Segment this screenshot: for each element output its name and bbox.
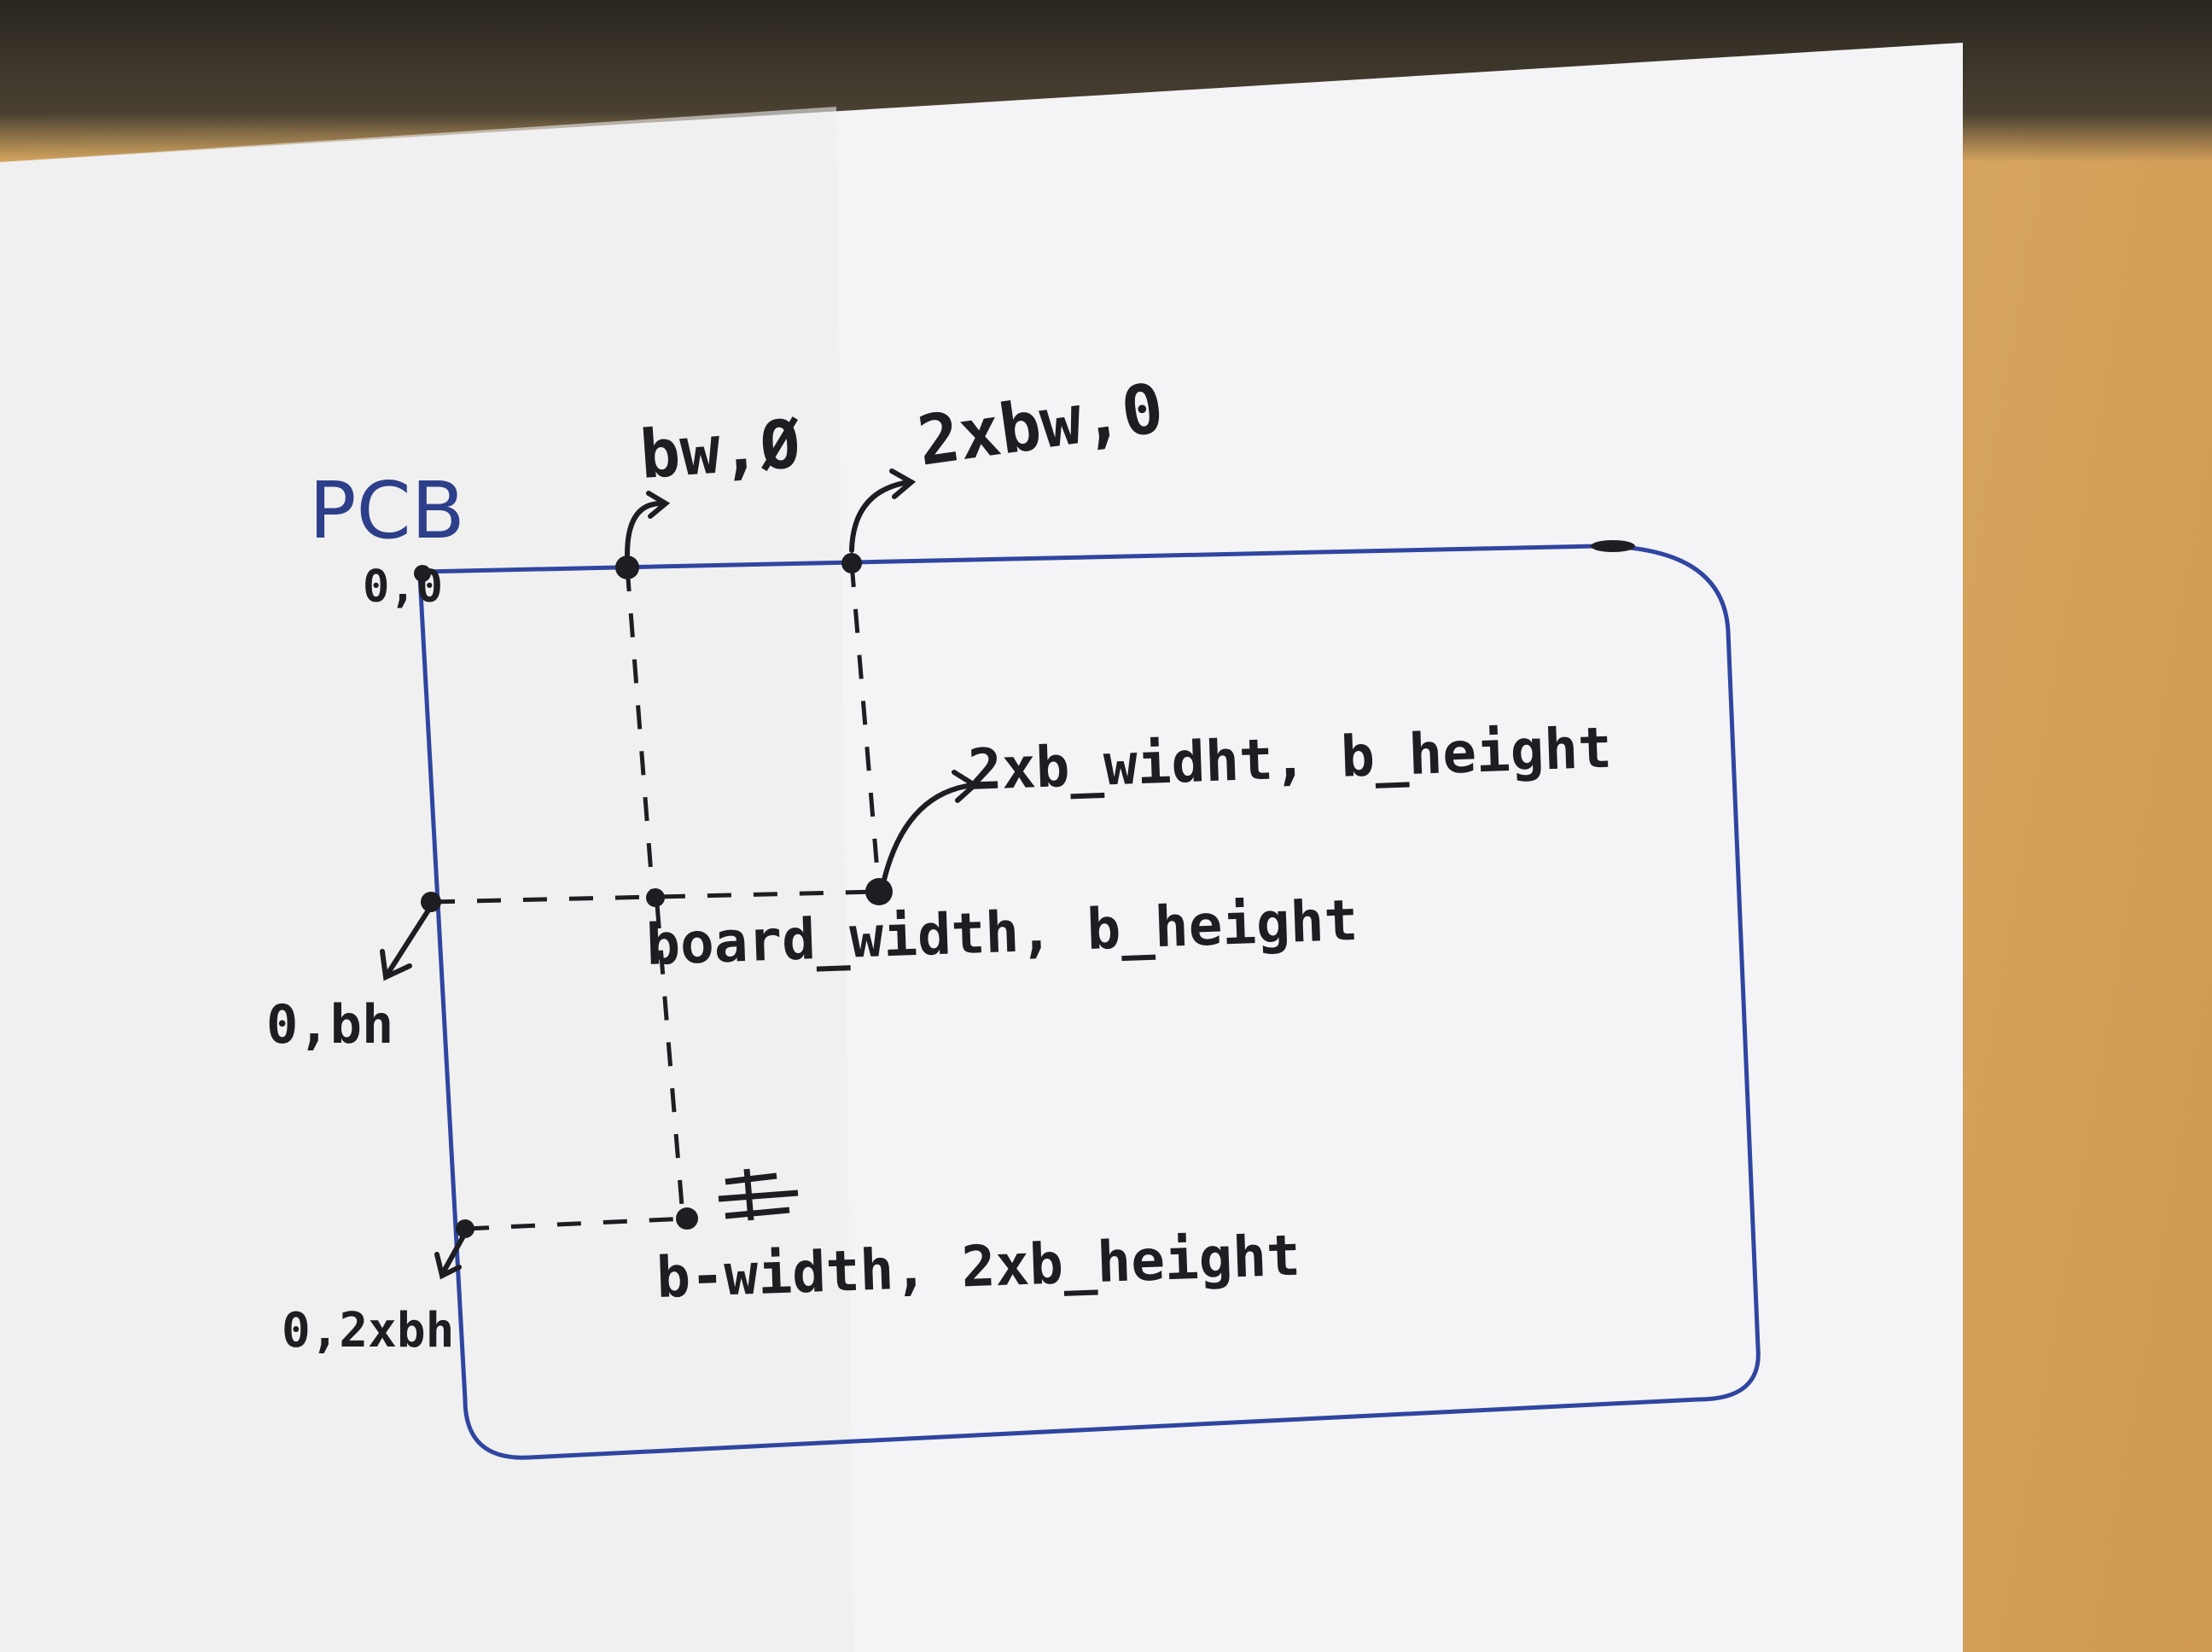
arrow-right-upper <box>881 782 975 886</box>
arrow-2bw <box>849 480 911 553</box>
points <box>414 540 1635 1238</box>
point-2bw-bh <box>865 878 893 905</box>
label-0-bh: 0,bh <box>266 993 393 1056</box>
label-origin: 0,0 <box>363 561 443 613</box>
guide-lines <box>430 562 882 1231</box>
scribble-mark <box>718 1168 799 1221</box>
arrows <box>380 468 979 1280</box>
arrow-bh <box>386 904 434 975</box>
guide-bw-vertical <box>625 567 655 897</box>
arrow-bw <box>625 501 664 557</box>
arrow-right-upper-head <box>952 770 979 803</box>
guide-bh-horizontal <box>430 889 880 905</box>
label-bw-0: bw,Ø <box>637 406 803 494</box>
point-0-2bh <box>456 1219 474 1238</box>
point-bw-2bh <box>676 1207 698 1230</box>
point-bw-bh <box>646 888 665 907</box>
arrow-bw-head <box>646 491 671 519</box>
pcb-board-outline <box>417 544 1761 1460</box>
guide-2bh-horizontal <box>464 1216 688 1231</box>
paper-shade <box>0 107 853 1652</box>
label-0-2bh: 0,2xbh <box>282 1303 454 1358</box>
point-2bw-0 <box>841 553 862 573</box>
point-0-bh <box>421 892 441 912</box>
arrow-2bh-head <box>434 1252 462 1280</box>
arrow-2bw-head <box>889 468 917 499</box>
guide-2bw-vertical <box>849 562 882 893</box>
arrow-2bh <box>441 1230 468 1274</box>
guide-center-vertical <box>655 904 685 1217</box>
point-origin <box>414 565 431 582</box>
point-bw-0 <box>615 556 639 579</box>
point-top-right <box>1591 540 1635 552</box>
arrow-bh-head <box>380 949 412 981</box>
pcb-label: PCB <box>309 465 465 556</box>
